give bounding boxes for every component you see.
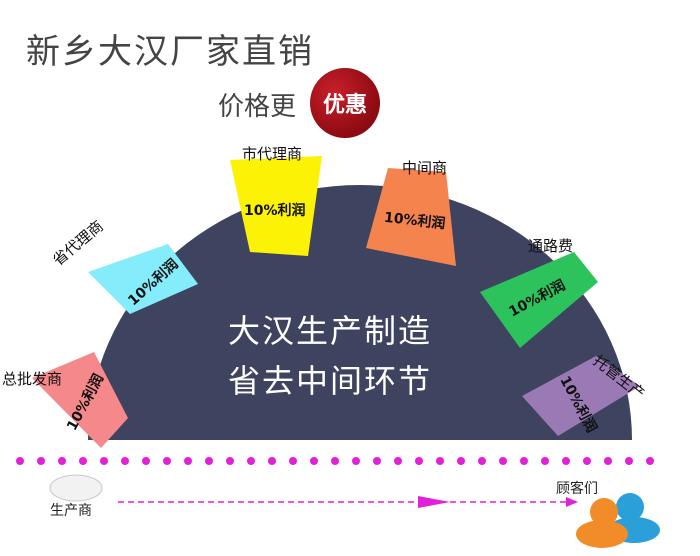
- dotted-divider: [16, 457, 654, 465]
- card-label-middleman: 中间商: [402, 159, 448, 177]
- subtitle: 价格更: [218, 92, 297, 122]
- customers-icon: [576, 493, 660, 548]
- discount-badge: 优惠: [310, 68, 380, 138]
- flow-arrow: [118, 496, 578, 508]
- producer-node: [49, 474, 103, 502]
- center-line-2: 省去中间环节: [227, 362, 432, 400]
- card-shape-channel: [480, 252, 598, 348]
- producer-label: 生产商: [50, 503, 92, 519]
- dome-shape: [88, 185, 632, 440]
- card-shape-provincial: [88, 244, 198, 314]
- page-title: 新乡大汉厂家直销: [26, 32, 314, 72]
- card-label-channel: 通路费: [528, 237, 574, 255]
- card-label-city: 市代理商: [242, 145, 303, 163]
- customers-label: 顾客们: [556, 481, 598, 497]
- center-line-1: 大汉生产制造: [227, 312, 432, 350]
- card-shape-oem: [522, 356, 640, 436]
- card-label-wholesaler: 总批发商: [2, 370, 63, 388]
- card-shape-middleman: [366, 168, 456, 266]
- card-shape-wholesaler: [32, 352, 128, 448]
- card-shape-city: [230, 156, 322, 256]
- profit-label-city: 10%利润: [244, 203, 306, 219]
